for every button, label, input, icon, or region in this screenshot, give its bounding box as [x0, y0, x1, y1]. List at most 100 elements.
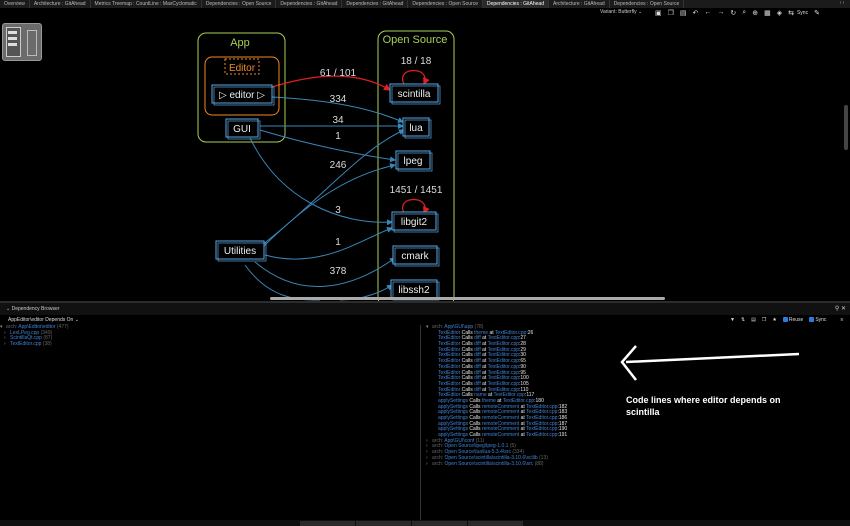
expand-icon[interactable]: ›: [426, 437, 428, 444]
refresh-icon[interactable]: ↻: [730, 10, 737, 17]
reference-file[interactable]: TextEditor.cpp: [487, 335, 520, 342]
reference-file[interactable]: TextEditor.cpp: [487, 352, 520, 359]
list-item[interactable]: ▾arch: App\GUI\app (78): [426, 324, 484, 330]
reference-row[interactable]: TextEditor Calls theme at TextEditor.cpp…: [438, 329, 850, 337]
reference-file[interactable]: TextEditor.cpp: [526, 403, 558, 410]
reference-row[interactable]: TextEditor Calls diff at TextEditor.cpp:…: [438, 346, 850, 354]
group-app[interactable]: [197, 32, 286, 143]
copy-icon[interactable]: ❐: [761, 317, 767, 323]
reference-file[interactable]: TextEditor.cpp: [487, 358, 520, 365]
list-item[interactable]: ›ScintillaQt.cpp (87): [4, 335, 53, 342]
copy-icon[interactable]: ❐: [667, 10, 674, 17]
reference-row[interactable]: TextEditor Calls diff at TextEditor.cpp:…: [438, 375, 850, 382]
zoom-icon[interactable]: ⊕: [752, 10, 759, 17]
undo-icon[interactable]: ↶: [692, 10, 699, 17]
node-lpeg[interactable]: lpeg: [395, 150, 433, 172]
back-icon[interactable]: ←: [704, 9, 712, 16]
reference-file[interactable]: TextEditor.cpp: [493, 392, 525, 399]
edge-gui-libgit2[interactable]: [249, 137, 393, 226]
layers-icon[interactable]: ▣: [655, 10, 662, 17]
node-utilities[interactable]: Utilities: [215, 240, 267, 262]
node-libssh2[interactable]: libssh2: [390, 279, 440, 301]
reference-row[interactable]: applySettings Calls remoteComment at Tex…: [438, 409, 850, 416]
edge-editor-lua[interactable]: [271, 96, 404, 123]
list-item[interactable]: ›TextEditor.cpp (38): [4, 341, 52, 348]
reference-file[interactable]: TextEditor.cpp: [494, 329, 527, 336]
reference-row[interactable]: TextEditor Calls diff at TextEditor.cpp:…: [438, 386, 850, 394]
tab-dependencies-gitahead[interactable]: Dependencies : GitAhead: [276, 0, 343, 8]
list-item[interactable]: ›arch: Open Source\lpeg\lpeg-1.0.1 (5): [426, 444, 850, 450]
expand-icon[interactable]: ›: [426, 460, 428, 467]
reference-row[interactable]: applySettings Calls remoteComment at Tex…: [438, 421, 850, 428]
filter-icon[interactable]: ▼: [730, 317, 735, 323]
reference-row[interactable]: applySettings Calls theme at TextEditor.…: [438, 397, 850, 405]
list-item[interactable]: ›arch: Open Source\scintilla\scintilla-3…: [426, 454, 850, 462]
reuse-checkbox[interactable]: Reuse: [782, 315, 803, 325]
sync-label[interactable]: Sync: [796, 10, 809, 16]
export-icon[interactable]: ▤: [751, 317, 756, 323]
list-item[interactable]: ▾arch: App\Editor\editor (477): [0, 324, 69, 330]
tab-dependencies-gitahead-2[interactable]: Dependencies : GitAhead: [342, 0, 409, 8]
node-libgit2[interactable]: libgit2: [391, 211, 439, 233]
node-scintilla[interactable]: scintilla: [389, 83, 441, 105]
tab-architecture-gitahead[interactable]: Architecture : GitAhead: [30, 0, 91, 8]
list-item[interactable]: ›LexLPeg.cpp (349): [4, 329, 53, 336]
reference-file[interactable]: TextEditor.cpp: [526, 426, 558, 433]
dependency-graph[interactable]: App Open Source 61 / 101 334 34 1 246 3 …: [0, 19, 850, 301]
reference-row[interactable]: TextEditor Calls diff at TextEditor.cpp:…: [438, 341, 850, 348]
graph-vertical-scrollbar[interactable]: [844, 105, 848, 150]
reference-row[interactable]: applySettings Calls remoteComment at Tex…: [438, 403, 850, 411]
expand-icon[interactable]: ›: [426, 454, 428, 461]
save-icon[interactable]: ▦: [764, 10, 771, 17]
close-icon[interactable]: ✕: [840, 306, 846, 312]
reference-row[interactable]: TextEditor Calls name at TextEditor.cpp:…: [438, 392, 850, 399]
reference-row[interactable]: applySettings Calls remoteComment at Tex…: [438, 415, 850, 422]
tab-architecture-gitahead-2[interactable]: Architecture : GitAhead: [549, 0, 610, 8]
forward-icon[interactable]: →: [717, 9, 725, 16]
collapse-icon[interactable]: ⌄: [6, 306, 12, 312]
reference-file[interactable]: TextEditor.cpp: [487, 380, 520, 387]
panel-splitter[interactable]: [0, 301, 850, 303]
reference-file[interactable]: TextEditor.cpp: [487, 346, 520, 353]
reference-file[interactable]: TextEditor.cpp: [487, 341, 520, 348]
self-loop-libgit2[interactable]: [401, 199, 430, 215]
tab-overview[interactable]: Overview: [0, 0, 30, 8]
tab-dependencies-gitahead-active[interactable]: Dependencies : GitAhead: [483, 0, 549, 8]
reference-file[interactable]: TextEditor.cpp: [502, 397, 535, 404]
node-gui[interactable]: GUI: [225, 118, 261, 140]
node-editor[interactable]: ▷ editor ▷: [211, 84, 275, 106]
tool-icon[interactable]: ✎: [814, 10, 820, 17]
reference-row[interactable]: TextEditor Calls diff at TextEditor.cpp:…: [438, 369, 850, 377]
group-open-source[interactable]: [377, 30, 455, 301]
self-loop-scintilla[interactable]: [401, 70, 430, 86]
reference-file[interactable]: TextEditor.cpp: [487, 369, 520, 376]
sync-icon[interactable]: ⇆: [788, 10, 794, 17]
edge-utilities-libssh2[interactable]: [244, 264, 321, 301]
sort-icon[interactable]: ⇅: [740, 317, 746, 323]
star-icon[interactable]: ★: [772, 317, 777, 323]
reference-row[interactable]: TextEditor Calls diff at TextEditor.cpp:…: [438, 336, 850, 342]
variant-dropdown[interactable]: Variant: Butterfly ⌄: [600, 9, 643, 15]
node-cmark[interactable]: cmark: [392, 245, 440, 267]
reference-row[interactable]: TextEditor Calls diff at TextEditor.cpp:…: [438, 358, 850, 365]
reference-file[interactable]: TextEditor.cpp: [487, 386, 520, 393]
expand-icon[interactable]: ›: [426, 449, 428, 456]
reference-row[interactable]: TextEditor Calls diff at TextEditor.cpp:…: [438, 380, 850, 388]
tab-dependencies-open-source-2[interactable]: Dependencies : Open Source: [408, 0, 483, 8]
edge-gui-lpeg[interactable]: [259, 129, 396, 163]
reference-file[interactable]: TextEditor.cpp: [487, 375, 520, 382]
node-lua[interactable]: lua: [402, 117, 432, 139]
list-item[interactable]: ›arch: Open Source\scintilla\scintilla-3…: [426, 460, 850, 468]
minimap[interactable]: [2, 23, 42, 61]
tab-metrics-treemap[interactable]: Metrics Treemap : CountLine : MaxCycloma…: [91, 0, 202, 8]
sync-checkbox[interactable]: Sync: [809, 315, 826, 325]
list-item[interactable]: ›arch: App\GUI\conf (11): [426, 437, 850, 445]
reference-file[interactable]: TextEditor.cpp: [526, 415, 558, 421]
tab-dependencies-open-source[interactable]: Dependencies : Open Source: [202, 0, 277, 8]
depends-on-dropdown[interactable]: AppEditor\editor Depends On ⌄: [8, 317, 79, 323]
edge-utilities-libgit2[interactable]: [264, 226, 393, 260]
reference-row[interactable]: applySettings Calls remoteComment at Tex…: [438, 427, 850, 433]
search-icon[interactable]: ⌕: [742, 9, 747, 16]
tab-dependencies-open-source-3[interactable]: Dependencies : Open Source: [610, 0, 685, 8]
list-item[interactable]: ›arch: Open Source\lua\lua-5.3.4\src (33…: [426, 449, 850, 456]
